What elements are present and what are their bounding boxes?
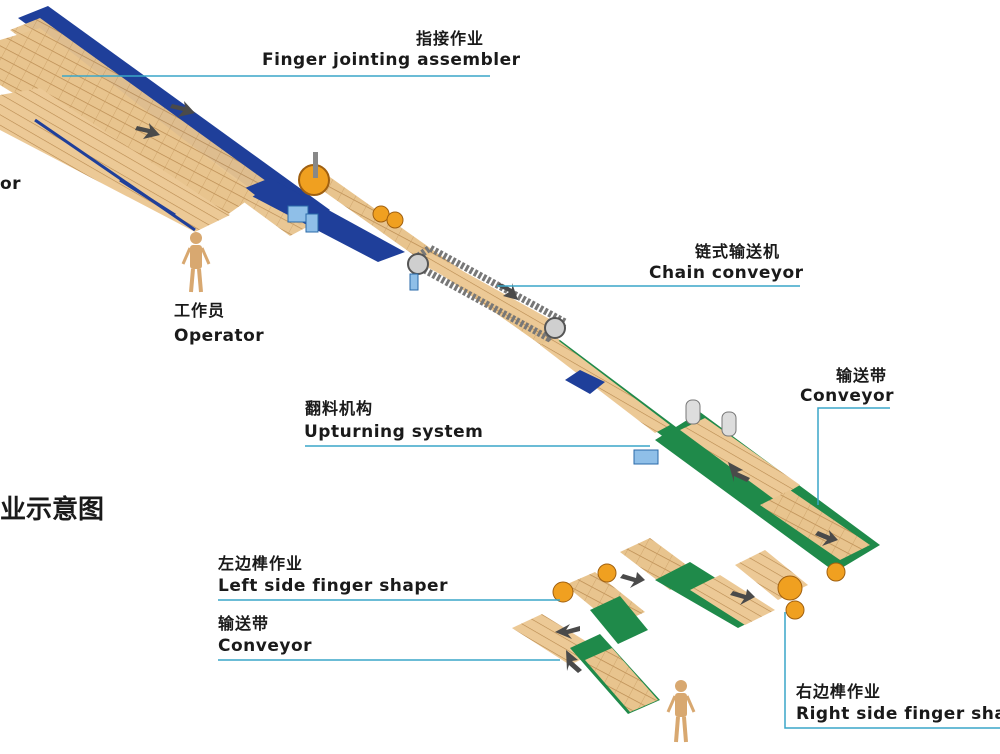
- leader-lines: [62, 75, 1000, 729]
- support-post: [409, 273, 419, 291]
- arrow-icon: [728, 462, 750, 482]
- leader-conveyor-right: [817, 407, 890, 505]
- arrow-icon: [730, 589, 755, 605]
- arrow-icon: [135, 123, 160, 139]
- main-line-wood-2: [540, 338, 670, 433]
- diagram-title-partial: 业示意图: [0, 495, 105, 525]
- roller-icon: [386, 211, 404, 229]
- infeed-arrows: [135, 101, 195, 139]
- vertical-roller-icon: [721, 411, 737, 437]
- arrow-icon: [620, 572, 645, 588]
- shaper-wheel-icon: [785, 600, 805, 620]
- arrow-icon: [566, 650, 582, 673]
- infeed-wood-stack-lower: [0, 88, 230, 232]
- chain-loop: [403, 243, 571, 343]
- arrow-icon: [815, 530, 838, 546]
- label-chain-conveyor-en: Chain conveyor: [649, 263, 804, 283]
- chain-conveyor: [403, 243, 571, 343]
- shaper-area: [512, 538, 808, 714]
- pusher-icon: [633, 449, 659, 465]
- label-upturning-zh: 翻料机构: [305, 399, 374, 418]
- saw-arm: [313, 152, 318, 178]
- label-right-shaper-zh: 右边榫作业: [796, 682, 882, 701]
- chain-bed: [418, 254, 555, 330]
- clamp-block-icon: [305, 213, 319, 233]
- label-operator-partial: or: [0, 174, 22, 194]
- operator-figure-top: [181, 232, 211, 293]
- leader-right-shaper: [784, 612, 1000, 729]
- label-operator-zh: 工作员: [174, 301, 226, 320]
- lower-wood-bundle-2: [585, 648, 658, 712]
- motor-icon: [826, 562, 846, 582]
- infeed-rail-2: [119, 178, 176, 217]
- label-operator-en: Operator: [174, 326, 265, 346]
- label-upturning-en: Upturning system: [304, 422, 484, 442]
- label-conveyor-right-zh: 输送带: [836, 366, 888, 385]
- operator-figure-bottom: [666, 680, 696, 743]
- label-left-shaper-zh: 左边榫作业: [218, 554, 304, 573]
- arrow-icon: [170, 101, 195, 117]
- label-chain-conveyor-zh: 链式输送机: [695, 242, 781, 261]
- right-conveyor-area: [633, 399, 880, 582]
- sprocket-icon: [544, 317, 566, 339]
- label-conveyor-left-en: Conveyor: [218, 636, 313, 656]
- upturning-blue-block: [565, 370, 605, 394]
- operator-head-icon: [675, 680, 687, 692]
- label-left-shaper-en: Left side finger shaper: [218, 576, 448, 596]
- label-conveyor-right-en: Conveyor: [800, 386, 895, 406]
- label-right-shaper-en: Right side finger shape: [796, 704, 1000, 724]
- infeed-blue-conveyor-lower: [240, 178, 405, 262]
- right-wood-bundle: [680, 418, 800, 500]
- clamp-block-icon: [287, 205, 309, 223]
- vertical-roller-icon: [685, 399, 701, 425]
- label-conveyor-left-zh: 输送带: [218, 614, 270, 633]
- arrow-icon: [497, 283, 518, 300]
- middle-wood-bundle-2: [690, 575, 775, 625]
- arrow-icon: [555, 624, 580, 639]
- operator-head-icon: [190, 232, 202, 244]
- label-finger-jointing-zh: 指接作业: [416, 29, 485, 48]
- label-finger-jointing-en: Finger jointing assembler: [262, 50, 521, 70]
- right-wood-bundle-2: [760, 490, 870, 560]
- left-green-belt: [590, 596, 648, 644]
- shaper-wheel-icon: [552, 581, 574, 603]
- sprocket-icon: [407, 253, 429, 275]
- infeed-area: [0, 6, 405, 262]
- shaper-wheel-icon: [597, 563, 617, 583]
- shaper-wheel-icon: [777, 575, 803, 601]
